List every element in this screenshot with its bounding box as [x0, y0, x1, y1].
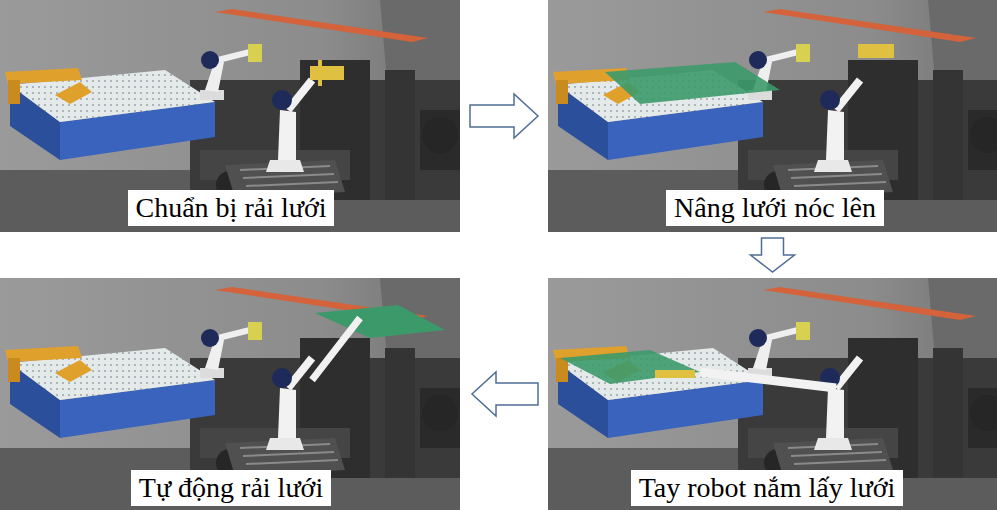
image-panel: Tay robot nắm lấy lưới — [548, 278, 997, 510]
image-panel: Nâng lưới nóc lên — [548, 0, 997, 232]
image-panel: Chuẩn bị rải lưới — [0, 0, 460, 232]
flow-arrow — [472, 372, 538, 416]
flow-arrow — [470, 94, 538, 138]
image-panel: Tự động rải lưới — [0, 278, 462, 510]
panel-caption: Tay robot nắm lấy lưới — [631, 470, 904, 506]
panel-caption: Nâng lưới nóc lên — [666, 190, 884, 226]
panel-caption: Chuẩn bị rải lưới — [128, 190, 335, 226]
flow-arrow — [751, 238, 795, 272]
panel-caption: Tự động rải lưới — [131, 470, 331, 506]
